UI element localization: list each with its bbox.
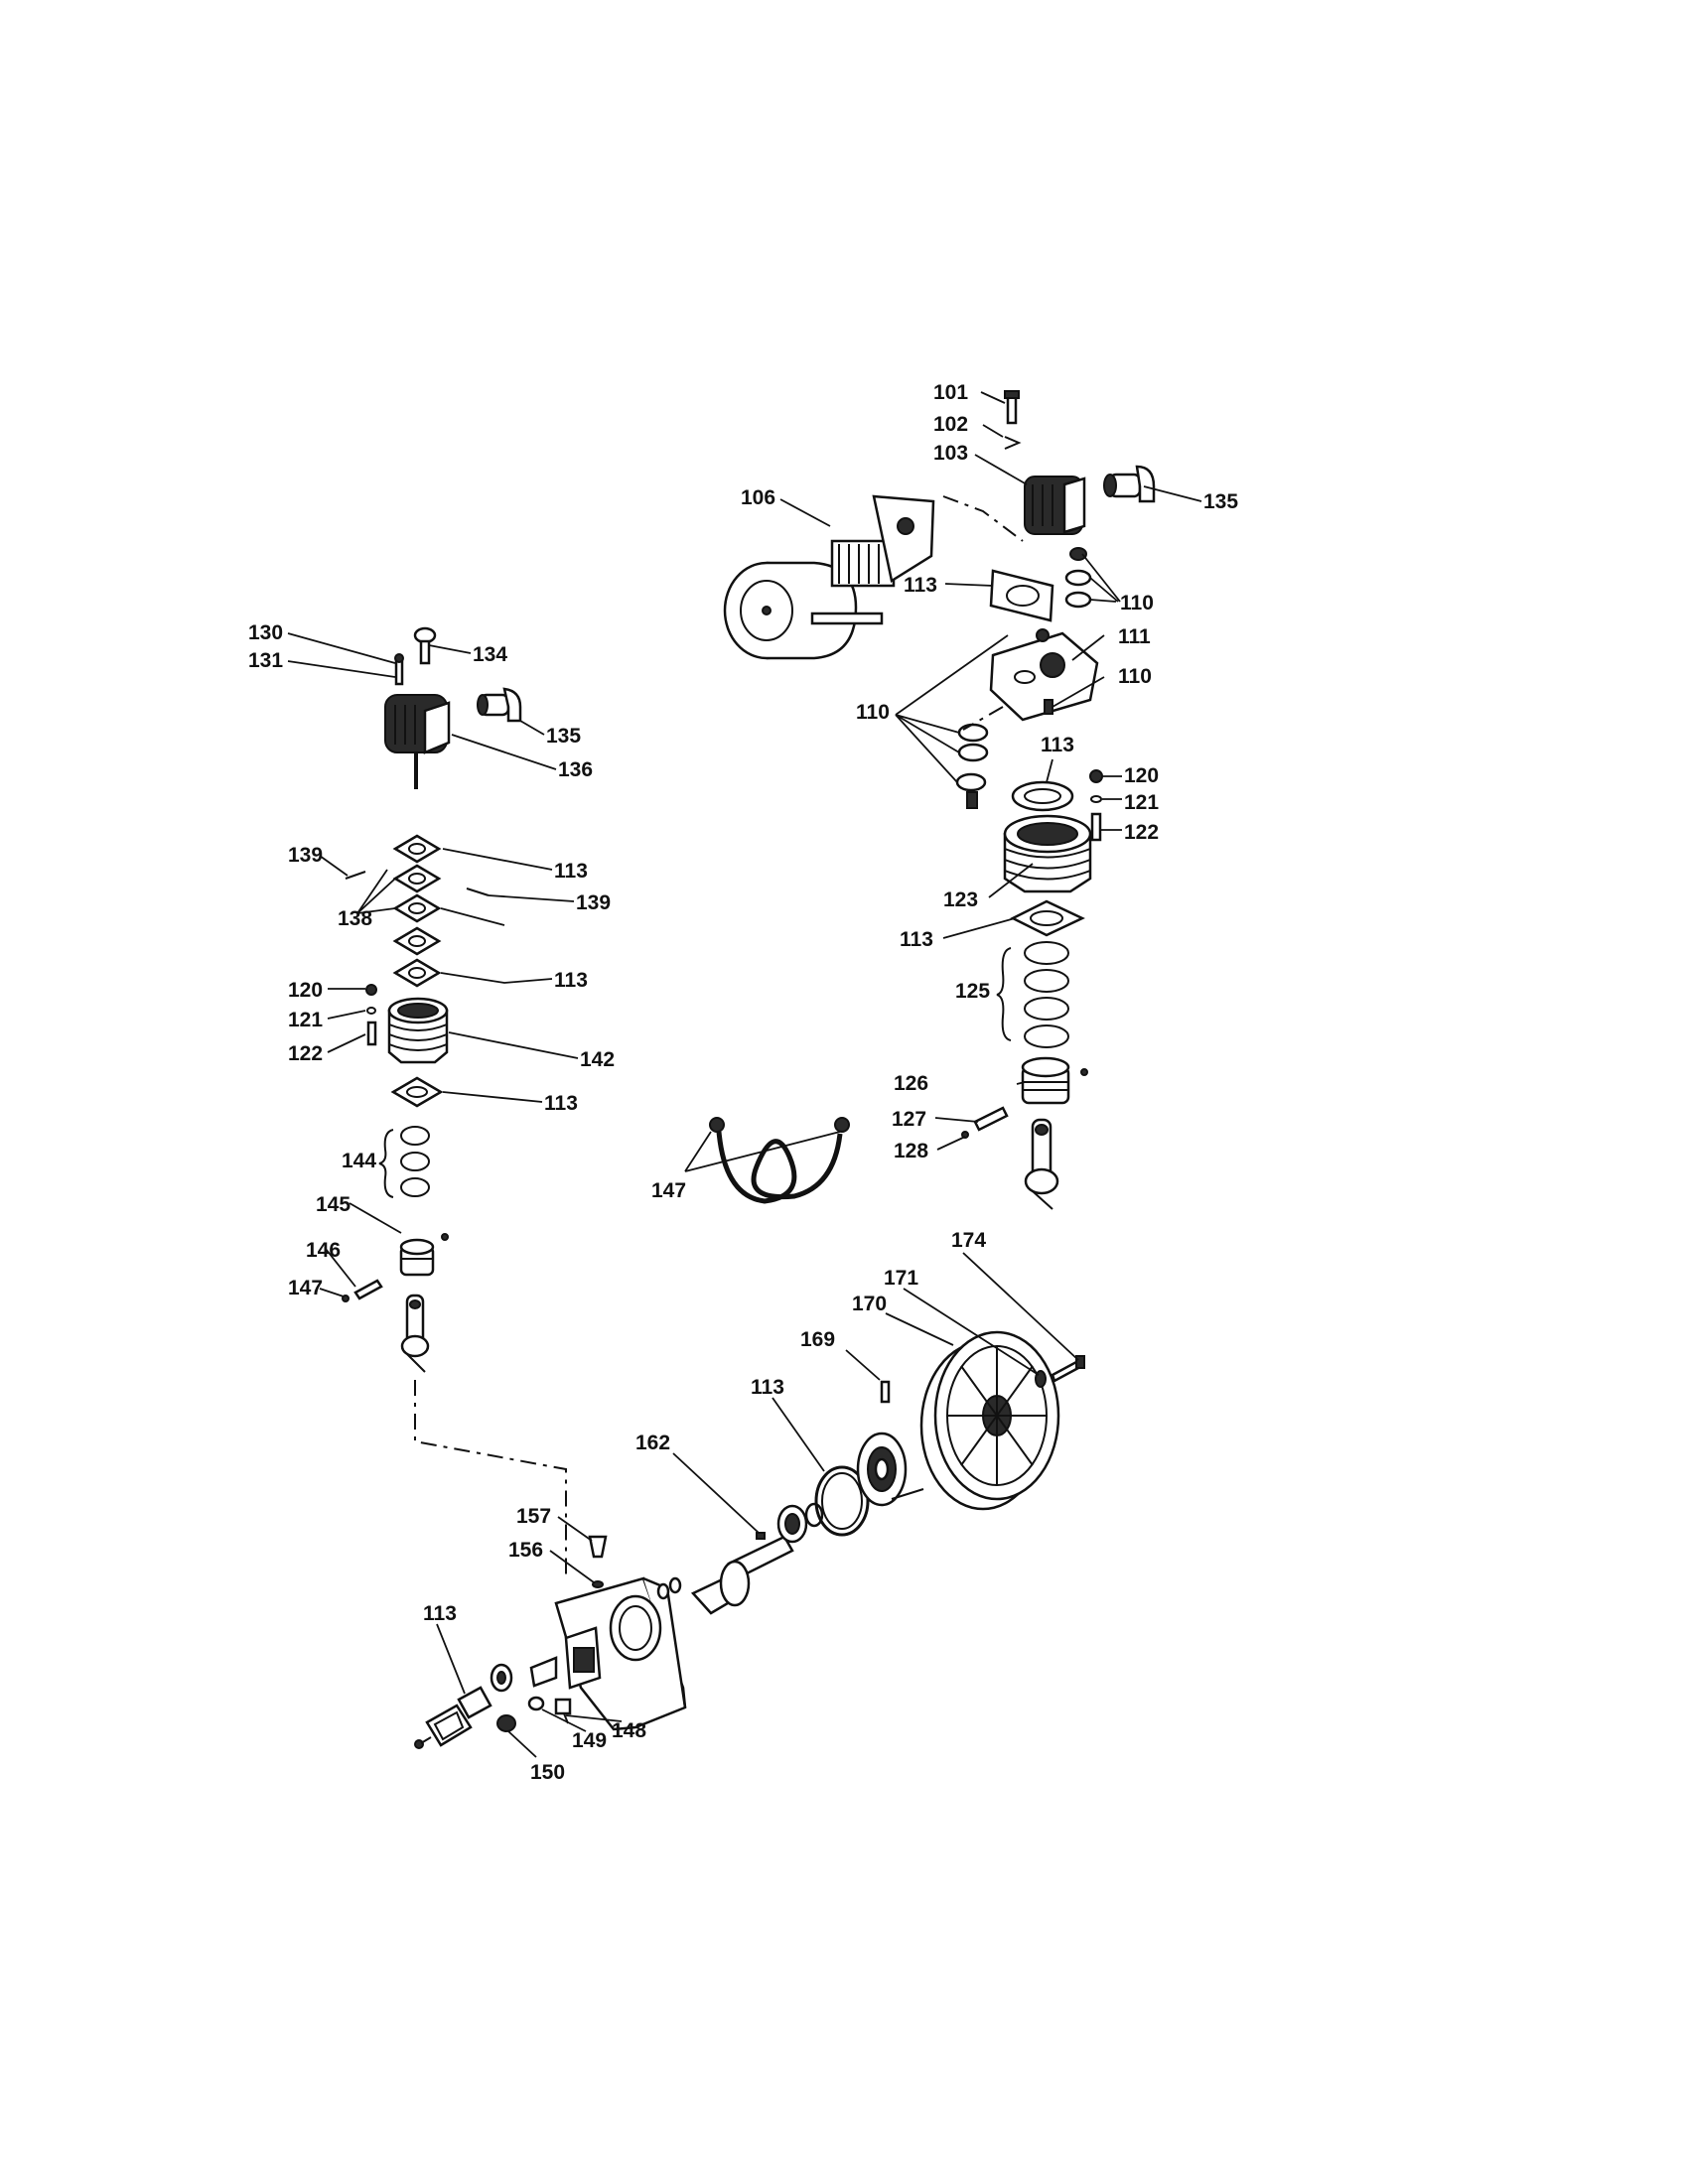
elbow-fitting-left [477, 687, 522, 723]
callout-122-left: 122 [288, 1042, 323, 1065]
callout-131: 131 [248, 649, 283, 672]
shaft-key [756, 1532, 766, 1540]
leader-lines [287, 391, 1202, 1758]
callout-125: 125 [955, 980, 990, 1003]
callout-113-b: 113 [1041, 734, 1074, 756]
connecting-rod-left [400, 1294, 430, 1373]
cylinder-right [1003, 814, 1092, 893]
side-cover [414, 1686, 492, 1749]
callout-110-c: 110 [856, 701, 890, 724]
callout-142: 142 [580, 1048, 615, 1071]
callout-135-right: 135 [1203, 490, 1238, 513]
callout-122-right: 122 [1124, 821, 1159, 844]
callout-120-left: 120 [288, 979, 323, 1002]
intake-filter [723, 494, 935, 660]
rear-bearing [776, 1502, 824, 1544]
reed-valve-right [466, 887, 490, 896]
bearing-cover-gasket [814, 1465, 870, 1537]
reed-valve-left [345, 871, 366, 880]
callout-169: 169 [800, 1328, 835, 1351]
callout-147-left: 147 [288, 1277, 323, 1299]
callout-123: 123 [943, 888, 978, 911]
callout-136: 136 [558, 758, 593, 781]
cylinder-screw-set-left [365, 984, 377, 1046]
callout-171: 171 [884, 1267, 918, 1290]
valve-parts-lower [955, 706, 1004, 809]
piston-rings-left [400, 1126, 430, 1197]
drain-plug-set [496, 1696, 572, 1732]
callout-139-a: 139 [288, 844, 323, 867]
crankshaft [690, 1535, 794, 1615]
callout-130: 130 [248, 621, 283, 644]
callout-113-e: 113 [554, 969, 588, 992]
callout-156: 156 [508, 1539, 543, 1562]
callout-148: 148 [612, 1719, 646, 1742]
callout-139-b: 139 [576, 891, 611, 914]
callout-134: 134 [473, 643, 507, 666]
callout-113-d: 113 [554, 860, 588, 883]
right-head-assembly [723, 390, 1156, 1210]
elbow-fitting-right [1103, 465, 1156, 503]
cylinder-left [387, 997, 449, 1064]
callout-162: 162 [635, 1432, 670, 1454]
connecting-rod-right [1024, 1118, 1059, 1210]
callout-170: 170 [852, 1293, 887, 1315]
gasket-top-right [989, 569, 1054, 622]
piston-rings-right [1024, 941, 1069, 1048]
callout-102: 102 [933, 413, 968, 436]
piston-right [1021, 1056, 1088, 1105]
breather-washer [592, 1580, 604, 1588]
callout-147-tube: 147 [651, 1179, 686, 1202]
callout-174: 174 [951, 1229, 986, 1252]
callout-101: 101 [933, 381, 968, 404]
head-bolt [1006, 393, 1018, 425]
callout-144: 144 [342, 1150, 376, 1172]
callout-103: 103 [933, 442, 968, 465]
cylinder-head-right [1024, 476, 1086, 535]
callout-157: 157 [516, 1505, 551, 1528]
head-gasket-ring [1011, 780, 1074, 812]
flywheel-pulley [919, 1330, 1060, 1511]
piston-left [399, 1233, 449, 1277]
transfer-tube [709, 1117, 850, 1204]
callout-149: 149 [572, 1729, 607, 1752]
callout-113-f: 113 [544, 1092, 578, 1115]
lock-washer [1004, 436, 1022, 450]
callout-113-g: 113 [751, 1376, 784, 1399]
callout-128: 128 [894, 1140, 928, 1162]
callout-138: 138 [338, 907, 372, 930]
bearing-cover [856, 1432, 908, 1507]
valve-plate [989, 628, 1099, 722]
cylinder-gasket-left [390, 1076, 444, 1108]
cylinder-screw-set-right [1089, 769, 1103, 842]
valve-stack-left [392, 834, 442, 988]
callout-127: 127 [892, 1108, 926, 1131]
callout-145: 145 [316, 1193, 351, 1216]
callout-labels: 101 102 103 106 135 113 110 111 110 110 … [248, 381, 1238, 1784]
wrist-pin-left [353, 1279, 383, 1300]
callout-150: 150 [530, 1761, 565, 1784]
callout-111: 111 [1118, 625, 1151, 648]
callout-120-right: 120 [1124, 764, 1159, 787]
left-head-assembly [342, 626, 567, 1578]
callout-110-b: 110 [1118, 665, 1152, 688]
callout-113-c: 113 [900, 928, 933, 951]
callout-121-right: 121 [1124, 791, 1159, 814]
wrist-pin-right [973, 1106, 1009, 1132]
cylinder-head-left [384, 694, 451, 754]
callout-110-a: 110 [1120, 592, 1154, 614]
callout-106: 106 [741, 486, 775, 509]
callout-121-left: 121 [288, 1009, 323, 1031]
pulley-bolt [1051, 1355, 1085, 1383]
crankcase [529, 1576, 687, 1731]
callout-146: 146 [306, 1239, 341, 1262]
breather-fitting [588, 1535, 608, 1559]
callout-113-a: 113 [904, 574, 937, 597]
valve-parts-upper [1064, 547, 1092, 609]
callout-113-h: 113 [423, 1602, 457, 1625]
callout-126: 126 [894, 1072, 928, 1095]
cylinder-gasket-right [1010, 899, 1085, 937]
callout-135-left: 135 [546, 725, 581, 748]
